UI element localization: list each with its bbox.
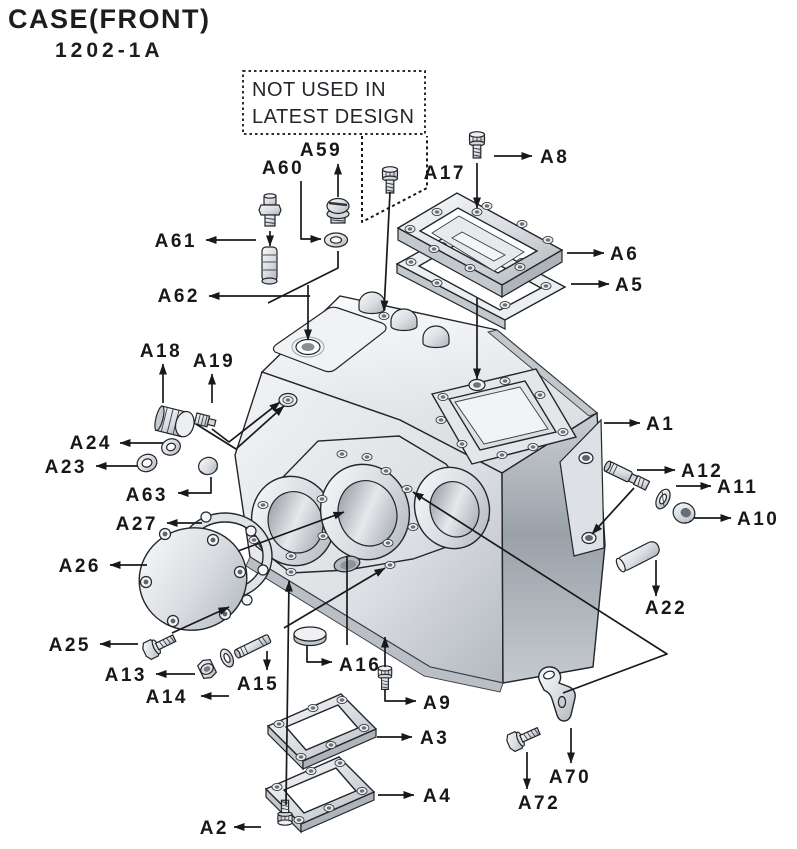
part-label-A23: A23 — [45, 457, 87, 478]
note-line-1: NOT USED IN — [252, 79, 386, 101]
part-label-A19: A19 — [193, 351, 235, 372]
bushing-a24 — [161, 438, 181, 456]
part-label-A1: A1 — [646, 414, 675, 435]
bracket-a70 — [538, 666, 576, 722]
bolt-a25 — [140, 629, 179, 662]
leader-line — [361, 136, 428, 223]
part-label-A2: A2 — [200, 818, 229, 839]
part-label-A60: A60 — [262, 158, 304, 179]
leader-line — [412, 491, 668, 694]
knurled-nut-a10 — [672, 502, 696, 524]
nut-a23 — [136, 453, 158, 473]
nut-a13 — [196, 658, 218, 680]
plug-a59 — [326, 197, 350, 224]
part-label-A12: A12 — [681, 461, 723, 482]
leader-line — [284, 580, 293, 806]
part-label-A59: A59 — [300, 140, 342, 161]
leader-line — [211, 401, 281, 443]
part-label-A25: A25 — [49, 635, 91, 656]
hardware — [136, 131, 696, 826]
part-label-A11: A11 — [717, 477, 758, 498]
note-box: NOT USED IN LATEST DESIGN — [242, 70, 426, 135]
case-platform — [272, 306, 387, 373]
leader-line — [195, 405, 285, 450]
fitting-a61 — [258, 193, 282, 227]
round-gasket-a27 — [177, 511, 273, 606]
part-label-A13: A13 — [105, 665, 147, 686]
part-label-A61: A61 — [155, 231, 197, 252]
part-label-A17: A17 — [424, 163, 466, 184]
part-label-A14: A14 — [146, 687, 188, 708]
case-body — [234, 291, 606, 693]
pin-a22 — [615, 541, 660, 573]
part-label-A63: A63 — [126, 485, 168, 506]
leader-line — [306, 646, 333, 666]
part-label-A62: A62 — [158, 286, 200, 307]
leader-line — [177, 477, 212, 497]
disc-a16 — [293, 626, 327, 647]
stud-a15 — [234, 634, 272, 659]
part-label-A16: A16 — [339, 655, 381, 676]
washer-a14 — [219, 648, 235, 668]
bottom-plate-a3 — [266, 693, 378, 771]
washer-a60 — [323, 232, 349, 248]
bolt-a8 — [468, 131, 486, 159]
case-top-opening — [430, 368, 578, 465]
part-number: 1202-1A — [55, 39, 164, 62]
leader-line — [300, 181, 322, 243]
part-label-A24: A24 — [70, 433, 112, 454]
page-title: CASE(FRONT) — [8, 4, 211, 34]
leader-line — [283, 567, 386, 629]
leader-line — [380, 191, 391, 312]
part-label-A72: A72 — [518, 793, 560, 814]
lock-washer-a11 — [655, 488, 671, 510]
strainer-a62 — [261, 246, 278, 285]
note-line-2: LATEST DESIGN — [252, 106, 414, 128]
part-label-A70: A70 — [549, 767, 591, 788]
part-label-A6: A6 — [610, 244, 639, 265]
case-right-flange — [559, 418, 605, 557]
title-block: CASE(FRONT) 1202-1A — [8, 4, 210, 63]
part-label-A4: A4 — [423, 786, 452, 807]
leader-line — [171, 606, 230, 634]
cap-a63 — [198, 456, 219, 476]
not-used-bolt — [381, 166, 399, 194]
leader-line — [237, 511, 345, 552]
round-cover-a26 — [138, 527, 248, 631]
case-bosses — [358, 291, 450, 349]
part-label-A18: A18 — [140, 341, 182, 362]
part-label-A22: A22 — [645, 598, 687, 619]
part-label-A3: A3 — [420, 728, 449, 749]
bolt-a72 — [504, 722, 543, 754]
leader-line — [267, 251, 339, 304]
leader-line — [384, 689, 417, 705]
part-label-A15: A15 — [237, 674, 279, 695]
plug-a18 — [154, 405, 195, 438]
part-label-A27: A27 — [116, 514, 158, 535]
screw-a19 — [193, 412, 217, 428]
top-cover-a6 — [396, 192, 564, 299]
part-label-A26: A26 — [59, 556, 101, 577]
adapter-a12 — [603, 460, 651, 491]
part-label-A5: A5 — [615, 275, 644, 296]
part-label-A8: A8 — [540, 147, 569, 168]
cover-mount-hole — [468, 378, 486, 392]
part-label-A9: A9 — [423, 693, 452, 714]
leader-line — [591, 487, 635, 535]
part-label-A10: A10 — [737, 509, 779, 530]
leader-lines — [95, 136, 732, 831]
